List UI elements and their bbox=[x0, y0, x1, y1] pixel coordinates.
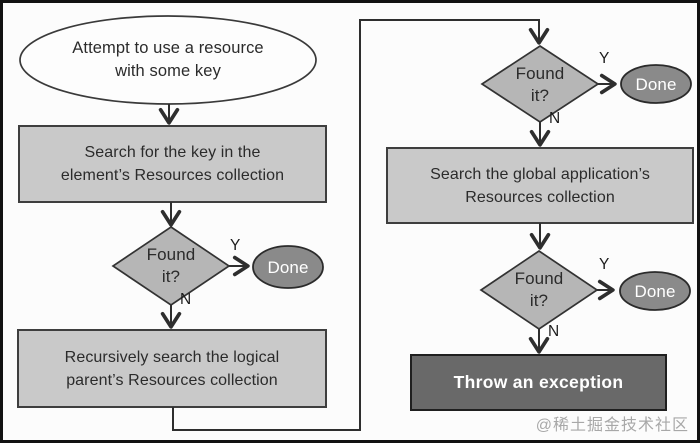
found-parent-diamond bbox=[480, 44, 600, 124]
search-element-box bbox=[18, 125, 327, 203]
start-ellipse bbox=[19, 15, 317, 105]
throw-exception-box bbox=[410, 354, 667, 411]
done-element-ellipse bbox=[252, 245, 324, 289]
found-element-diamond bbox=[111, 225, 231, 307]
edge-loop-parent-to-found bbox=[172, 19, 550, 431]
search-parent-box bbox=[17, 329, 327, 408]
flowchart-shapes bbox=[17, 15, 694, 431]
done-parent-ellipse bbox=[620, 64, 692, 104]
search-app-box bbox=[386, 147, 694, 224]
found-app-diamond bbox=[479, 249, 599, 331]
done-app-ellipse bbox=[619, 271, 691, 311]
